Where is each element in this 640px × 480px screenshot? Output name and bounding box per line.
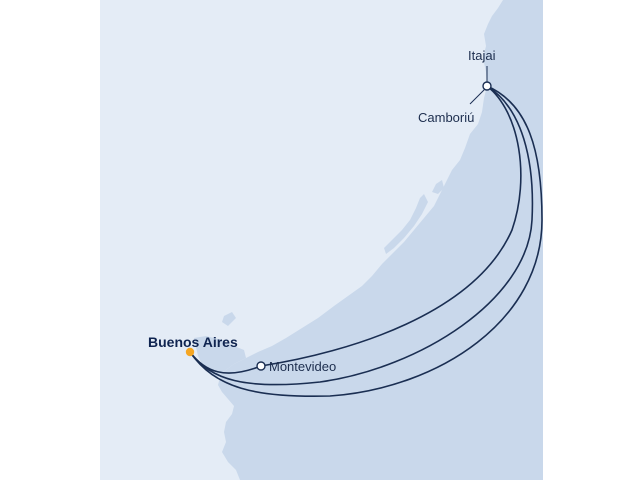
- leader-line-camboriu: [469, 88, 486, 105]
- river-plate-inlet: [222, 312, 236, 326]
- port-label-camboriu: Camboriú: [418, 110, 474, 125]
- departure-marker-buenos-aires[interactable]: [185, 347, 195, 357]
- port-marker-itajai[interactable]: [482, 81, 492, 91]
- cruise-routes: [189, 85, 543, 398]
- route-inner-outbound: [189, 85, 522, 374]
- route-outer-return: [189, 85, 543, 398]
- lagoon: [384, 194, 428, 254]
- port-label-montevideo: Montevideo: [269, 359, 336, 374]
- lagoon-north: [432, 180, 444, 194]
- port-label-itajai: Itajai: [468, 48, 496, 63]
- route-middle: [189, 85, 534, 386]
- port-label-buenos-aires: Buenos Aires: [148, 334, 238, 350]
- port-marker-montevideo[interactable]: [256, 361, 266, 371]
